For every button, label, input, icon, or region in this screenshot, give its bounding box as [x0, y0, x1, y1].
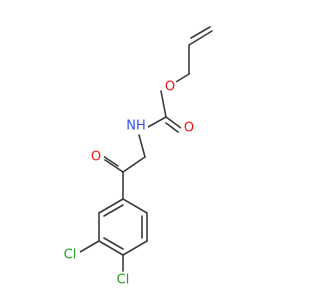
- ketone-c-o-double-bond: [104, 159, 124, 173]
- ketone-group: [102, 155, 146, 200]
- o-carbonyl-bond: [160, 90, 167, 118]
- ketone-c-o-double-bond-inner: [102, 155, 119, 167]
- vinyl-double-bond: [188, 30, 213, 46]
- nitrogen-label: NH: [126, 119, 146, 134]
- allyl-group: [175, 26, 213, 83]
- molecule-structure: O O NH O Cl Cl: [59, 26, 213, 288]
- ring-bond-4-5: [98, 240, 124, 256]
- ring-cl-bond-3: [79, 240, 100, 253]
- carbamate-group: [138, 90, 182, 158]
- carbamate-c-n-bond: [147, 116, 167, 128]
- carbamate-oxygen-label: O: [184, 121, 194, 136]
- ester-oxygen-label: O: [165, 80, 175, 95]
- ring-bond-6-1: [98, 198, 124, 214]
- chlorine-3-label: Cl: [64, 248, 77, 263]
- ch2-carbonyl-bond: [122, 156, 146, 173]
- chlorine-4-label: Cl: [117, 273, 130, 288]
- vinyl-double-bond-inner: [190, 26, 211, 39]
- carbamate-c-o-double-bond-inner: [165, 122, 179, 133]
- carbamate-c-o-double-bond: [165, 116, 182, 129]
- ring-double-bond-b: [103, 237, 124, 250]
- benzene-ring: [79, 198, 148, 272]
- ketone-oxygen-label: O: [91, 150, 101, 165]
- allyl-o-bond: [175, 73, 190, 83]
- atom-labels: O O NH O Cl Cl: [59, 79, 197, 288]
- n-ch2-bond: [138, 134, 146, 158]
- ring-double-bond-c: [103, 204, 124, 217]
- ring-bond-1-2: [122, 198, 148, 214]
- ring-bond-3-4: [122, 240, 148, 256]
